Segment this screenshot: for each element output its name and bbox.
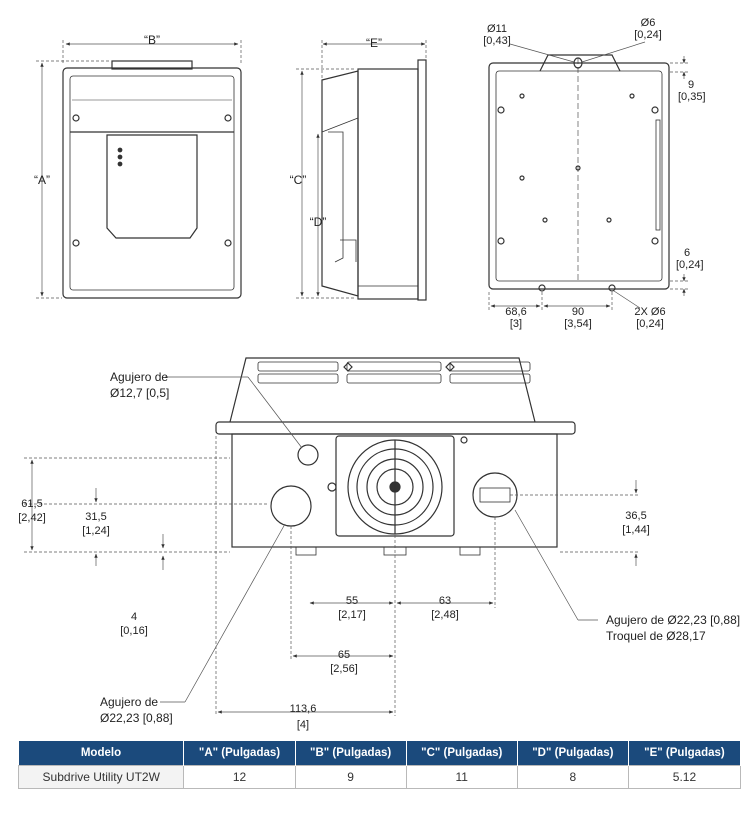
dim-55-in: [2,17]: [338, 609, 366, 621]
dim-label-b: “B”: [144, 33, 160, 47]
knockout-line1: Agujero de Ø22,23 [0,88]: [606, 613, 740, 627]
front-view: [62, 60, 242, 299]
dim-mount-holes-mm: 2X Ø6: [634, 306, 665, 318]
bottom-view: [215, 357, 576, 556]
dim-4-in: [0,16]: [120, 625, 148, 637]
dim-hole-mm: Ø11: [487, 23, 507, 35]
cell-e: 5.12: [627, 765, 742, 789]
spec-table: Modelo "A" (Pulgadas) "B" (Pulgadas) "C"…: [17, 741, 742, 789]
dim-4-mm: 4: [131, 611, 137, 623]
table-header-row: Modelo "A" (Pulgadas) "B" (Pulgadas) "C"…: [18, 741, 742, 766]
back-view: [488, 54, 670, 292]
header-model: Modelo: [18, 741, 185, 766]
table-row: Subdrive Utility UT2W 12 9 11 8 5.12: [17, 765, 742, 789]
cell-d: 8: [516, 765, 629, 789]
dim-bottom-mm: 6: [684, 247, 690, 259]
dim-31-mm: 31,5: [85, 511, 106, 523]
dim-top-in: [0,35]: [678, 91, 706, 103]
dim-55-mm: 55: [346, 595, 358, 607]
dim-label-a: “A”: [34, 173, 50, 187]
back-dimensions: [488, 41, 690, 310]
cell-a: 12: [183, 765, 296, 789]
dim-label-c: “C”: [290, 173, 307, 187]
cell-model: Subdrive Utility UT2W: [17, 765, 185, 789]
dim-top-mm: 9: [688, 79, 694, 91]
front-dimensions: [36, 40, 242, 299]
dim-slot-mm: Ø6: [641, 17, 656, 29]
side-view: [321, 59, 427, 301]
hole-large-line1: Agujero de: [100, 695, 158, 709]
hole-small-line2: Ø12,7 [0,5]: [110, 386, 169, 400]
dim-hole-in: [0,43]: [483, 35, 511, 47]
dim-mid-span-mm: 90: [572, 306, 584, 318]
dim-left-span-mm: 68,6: [505, 306, 526, 318]
dim-label-e: “E”: [366, 36, 382, 50]
header-b: "B" (Pulgadas): [295, 741, 407, 766]
knockout-line2: Troquel de Ø28,17: [606, 629, 706, 643]
dim-113-in: [4]: [297, 719, 309, 731]
dim-label-d: “D”: [310, 215, 327, 229]
bottom-dimensions: [24, 376, 640, 716]
dim-113-mm: 113,6: [290, 703, 317, 715]
dim-left-span-in: [3]: [510, 318, 522, 330]
hole-large-line2: Ø22,23 [0,88]: [100, 711, 173, 725]
cell-c: 11: [405, 765, 518, 789]
hole-small-line1: Agujero de: [110, 370, 168, 384]
dim-65-in: [2,56]: [330, 663, 358, 675]
technical-drawing: “B” “A” “E” “C” “D”: [18, 17, 740, 731]
dim-36-in: [1,44]: [622, 524, 650, 536]
dim-31-in: [1,24]: [82, 525, 110, 537]
dim-61-mm: 61,5: [21, 498, 42, 510]
dim-61-in: [2,42]: [18, 512, 46, 524]
dim-36-mm: 36,5: [625, 510, 646, 522]
header-a: "A" (Pulgadas): [183, 741, 296, 766]
header-e: "E" (Pulgadas): [628, 741, 742, 766]
dim-bottom-in: [0,24]: [676, 259, 704, 271]
dim-slot-in: [0,24]: [634, 29, 662, 41]
side-dimensions: [296, 40, 427, 299]
cell-b: 9: [294, 765, 407, 789]
dim-63-mm: 63: [439, 595, 451, 607]
header-d: "D" (Pulgadas): [517, 741, 629, 766]
dim-mount-holes-in: [0,24]: [636, 318, 664, 330]
header-c: "C" (Pulgadas): [406, 741, 518, 766]
dim-mid-span-in: [3,54]: [564, 318, 592, 330]
dim-65-mm: 65: [338, 649, 350, 661]
dim-63-in: [2,48]: [431, 609, 459, 621]
